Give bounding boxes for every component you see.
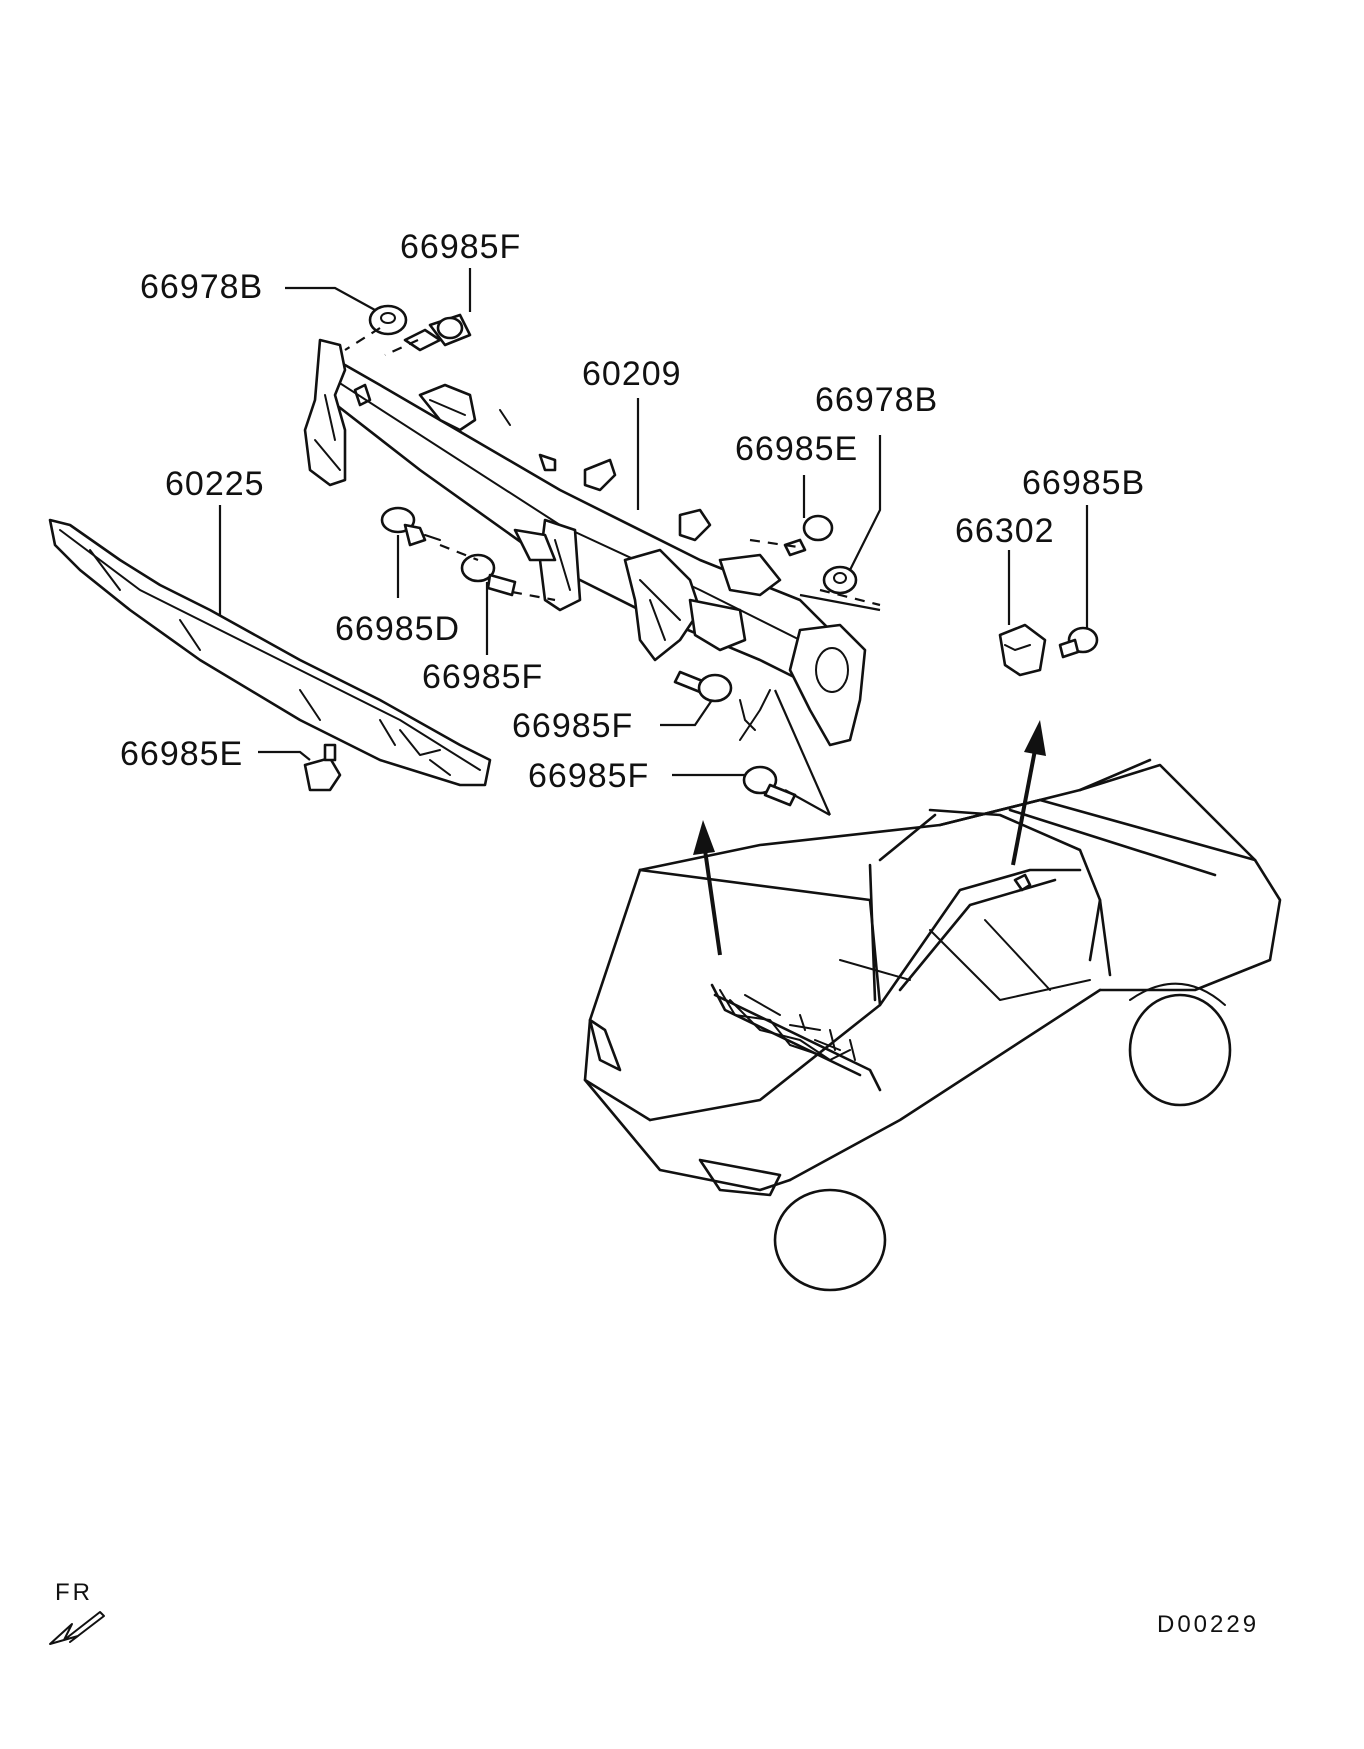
label-66985F-mid: 66985F	[422, 658, 543, 696]
bolt-66985B	[1058, 626, 1099, 659]
bolt-66985F-mid	[460, 553, 517, 597]
part-labels: 66985F 66978B 60209 66978B 66985E 66985B…	[120, 228, 1145, 795]
label-66985F-low1: 66985F	[512, 707, 633, 745]
bolt-66985F-low1	[673, 670, 733, 703]
bolt-66985D	[380, 506, 441, 547]
label-60209: 60209	[582, 355, 682, 393]
fasteners	[303, 304, 1099, 807]
assembly-lines	[344, 327, 881, 607]
label-66978B-right: 66978B	[815, 381, 938, 419]
bracket-66302	[998, 623, 1047, 677]
bolt-66985E-mid	[783, 514, 834, 557]
nut-66978B-top	[368, 304, 408, 336]
cross-member-60209	[303, 338, 867, 747]
label-66985B: 66985B	[1022, 464, 1145, 502]
bolt-66985F-top	[403, 313, 472, 352]
label-66985F-top: 66985F	[400, 228, 521, 266]
label-60225: 60225	[165, 465, 265, 503]
vehicle-outline	[583, 758, 1282, 1292]
nut-66978B-right	[822, 565, 858, 595]
location-arrows	[693, 720, 1046, 956]
label-66302: 66302	[955, 512, 1055, 550]
leader-lines	[218, 268, 1089, 816]
label-66985F-low2: 66985F	[528, 757, 649, 795]
reinforcement-60225	[48, 518, 492, 787]
label-66978B-top: 66978B	[140, 268, 263, 306]
front-direction-arrow-icon	[49, 1611, 105, 1645]
label-66985E-mid: 66985E	[735, 430, 858, 468]
clip-66985E-left	[303, 743, 342, 792]
direction-label: FR	[55, 1579, 93, 1606]
bolt-66985F-low2	[742, 765, 797, 807]
footer: FR D00229	[49, 1579, 1259, 1645]
diagram-code: D00229	[1157, 1611, 1259, 1638]
label-66985E-left: 66985E	[120, 735, 243, 773]
label-66985D: 66985D	[335, 610, 460, 648]
